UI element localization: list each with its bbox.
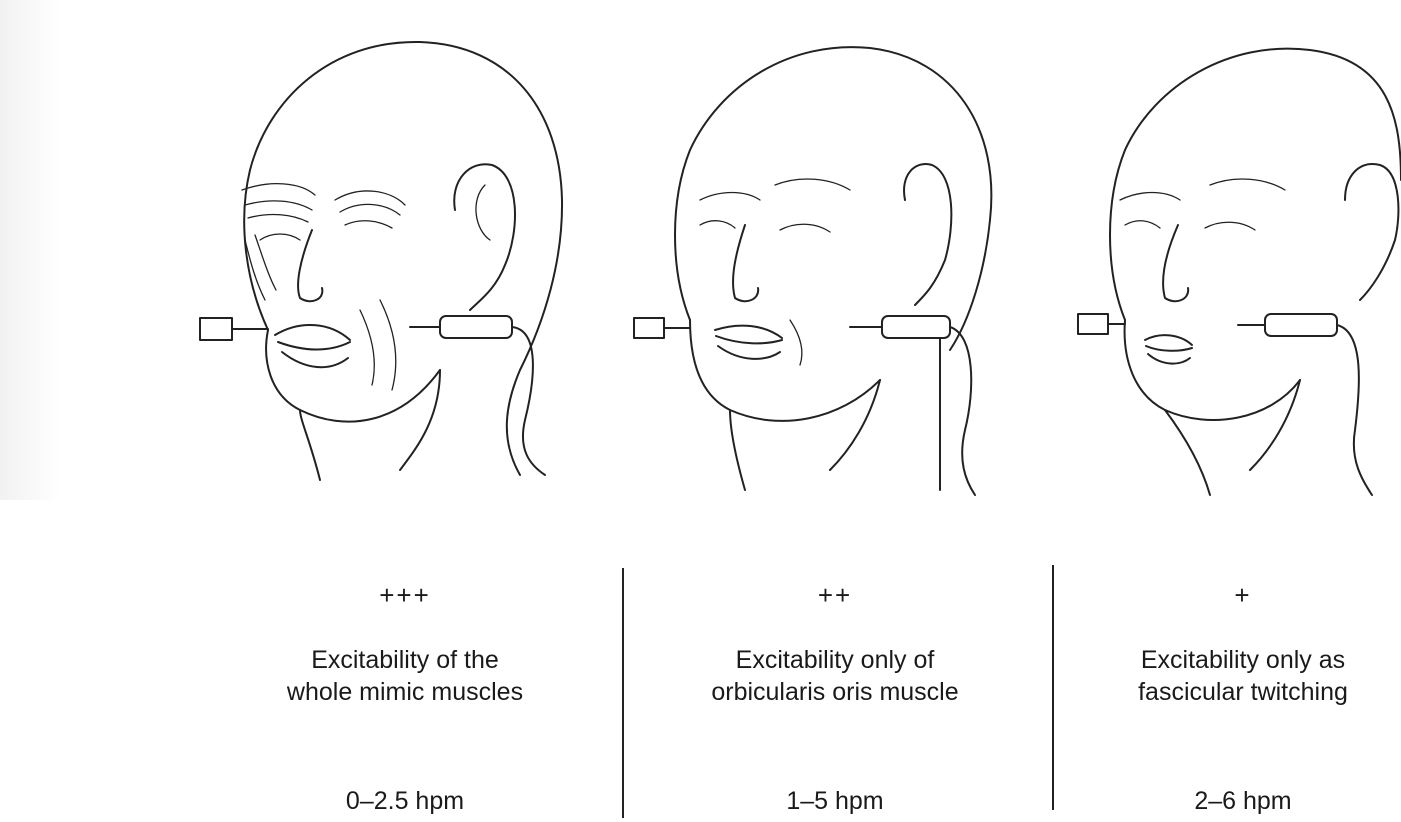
column-divider: [622, 568, 624, 818]
description-line: orbicularis oris muscle: [650, 676, 1020, 708]
panel-caption-3: + Excitability only as fascicular twitch…: [1085, 570, 1401, 714]
excitability-description: Excitability of the whole mimic muscles: [225, 644, 585, 714]
description-line: Excitability of the: [225, 644, 585, 676]
face-illustrations: [0, 0, 1401, 560]
description-line: fascicular twitching: [1085, 676, 1401, 708]
rate-label: 2–6 hpm: [1085, 786, 1401, 816]
panel-caption-2: ++ Excitability only of orbicularis oris…: [650, 570, 1020, 714]
excitability-description: Excitability only as fascicular twitchin…: [1085, 644, 1401, 714]
description-line: Excitability only as: [1085, 644, 1401, 676]
grade-label: +: [1085, 570, 1401, 620]
grade-label: +++: [225, 570, 585, 620]
description-line: whole mimic muscles: [225, 676, 585, 708]
grade-label: ++: [650, 570, 1020, 620]
rate-label: 0–2.5 hpm: [225, 786, 585, 816]
excitability-description: Excitability only of orbicularis oris mu…: [650, 644, 1020, 714]
face-illustration-3: [1078, 49, 1401, 495]
face-illustration-1: [200, 42, 562, 480]
rate-label: 1–5 hpm: [650, 786, 1020, 816]
panel-caption-1: +++ Excitability of the whole mimic musc…: [225, 570, 585, 714]
column-divider: [1052, 565, 1054, 810]
description-line: Excitability only of: [650, 644, 1020, 676]
face-illustration-2: [634, 47, 991, 495]
